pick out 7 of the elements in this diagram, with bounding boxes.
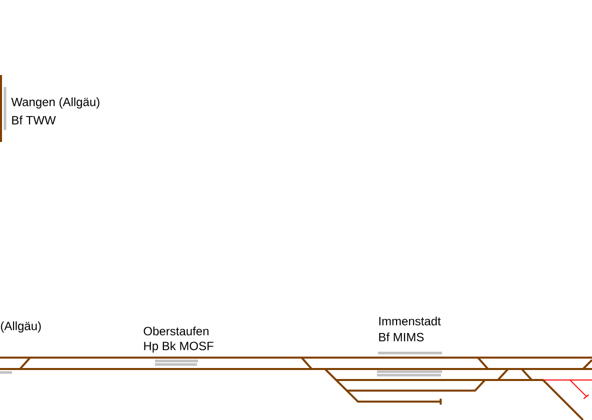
station-label: Bf MIMS: [379, 332, 424, 342]
station-label: Bf TWW: [12, 116, 56, 124]
station-label: Immenstadt: [379, 316, 441, 326]
station-label: Hp Bk MOSF: [144, 341, 214, 353]
station-label: Oberstaufen: [144, 326, 208, 336]
station-label: Wangen (Allgäu): [11, 97, 100, 109]
station-label: (Allgäu): [0, 321, 41, 333]
